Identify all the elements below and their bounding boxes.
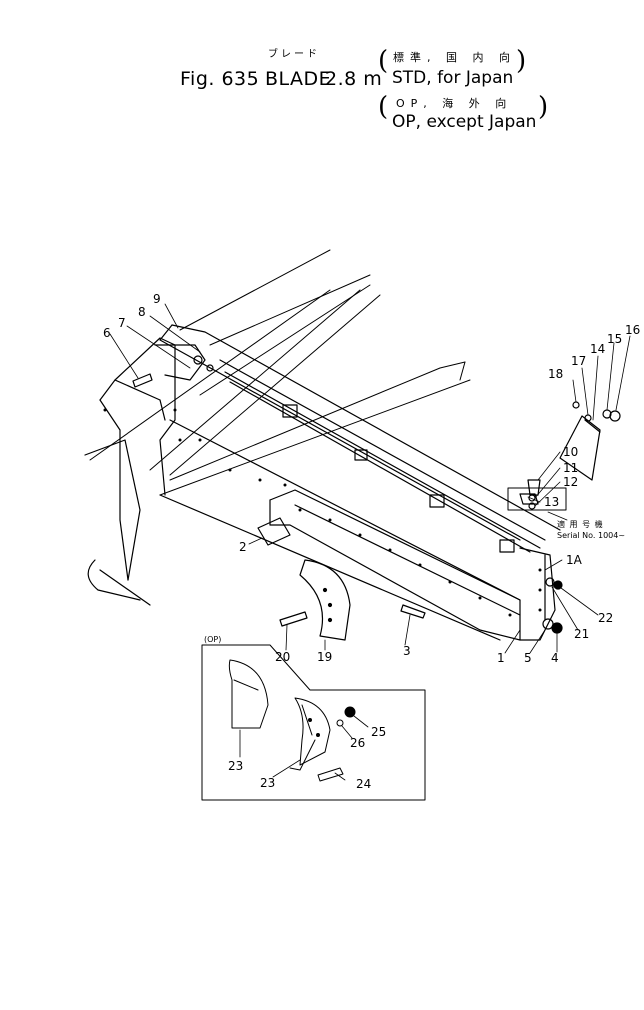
callout-21: 21 [574,627,590,641]
bolts [132,373,541,627]
callout-20: 20 [275,650,291,664]
title-kana: ブレード [268,49,320,60]
callout-3: 3 [403,644,411,658]
part-19-end-bit [299,559,351,641]
callout-8: 8 [138,305,146,319]
callout-7: 7 [118,316,126,330]
callout-1A: 1A [566,553,582,567]
callout-6: 6 [103,326,111,340]
blade-body [84,324,561,641]
figure-number: Fig. 635 [180,68,260,90]
serial-number: Serial No. 1004~ [557,531,626,540]
callout-2: 2 [239,540,247,554]
callout-26: 26 [350,736,366,750]
callout-12: 12 [563,475,579,489]
applicability-jp: 適 用 号 機 [557,520,604,529]
paren-close-2: ) [538,92,549,122]
op-inset-label: (OP) [204,635,222,644]
part-2-plate [257,517,291,546]
callout-19: 19 [317,650,333,664]
line1-en: STD, for Japan [392,68,514,88]
paren-open-1: ( [378,46,389,76]
leader-lines [109,303,631,654]
callout-4: 4 [551,651,559,665]
callout-5: 5 [524,651,532,665]
part-name: BLADE [265,68,332,90]
callout-1: 1 [497,651,505,665]
callout-23-right: 23 [260,776,276,790]
op-inset-box [201,644,426,801]
callout-15: 15 [607,332,623,346]
callout-18: 18 [548,367,564,381]
line2-jp: OP, 海 外 向 [396,97,513,110]
callout-13: 13 [544,495,560,509]
blade-size: 2.8 m [325,68,383,90]
callout-16: 16 [625,323,641,337]
paren-close-1: ) [516,46,527,76]
paren-open-2: ( [378,92,389,122]
frame-arm-lines [89,249,471,496]
callout-25: 25 [371,725,387,739]
part-13-bracket [507,487,567,511]
line1-jp: 標準, 国 内 向 [393,51,516,64]
callout-10: 10 [563,445,579,459]
callout-17: 17 [571,354,587,368]
callout-23-left: 23 [228,759,244,773]
callout-11: 11 [563,461,579,475]
part-14-cover-plate [559,415,601,481]
callout-14: 14 [590,342,606,356]
nuts-washers [528,401,621,634]
callout-24: 24 [356,777,372,791]
callout-9: 9 [153,292,161,306]
callout-22: 22 [598,611,614,625]
line2-en: OP, except Japan [392,112,537,132]
